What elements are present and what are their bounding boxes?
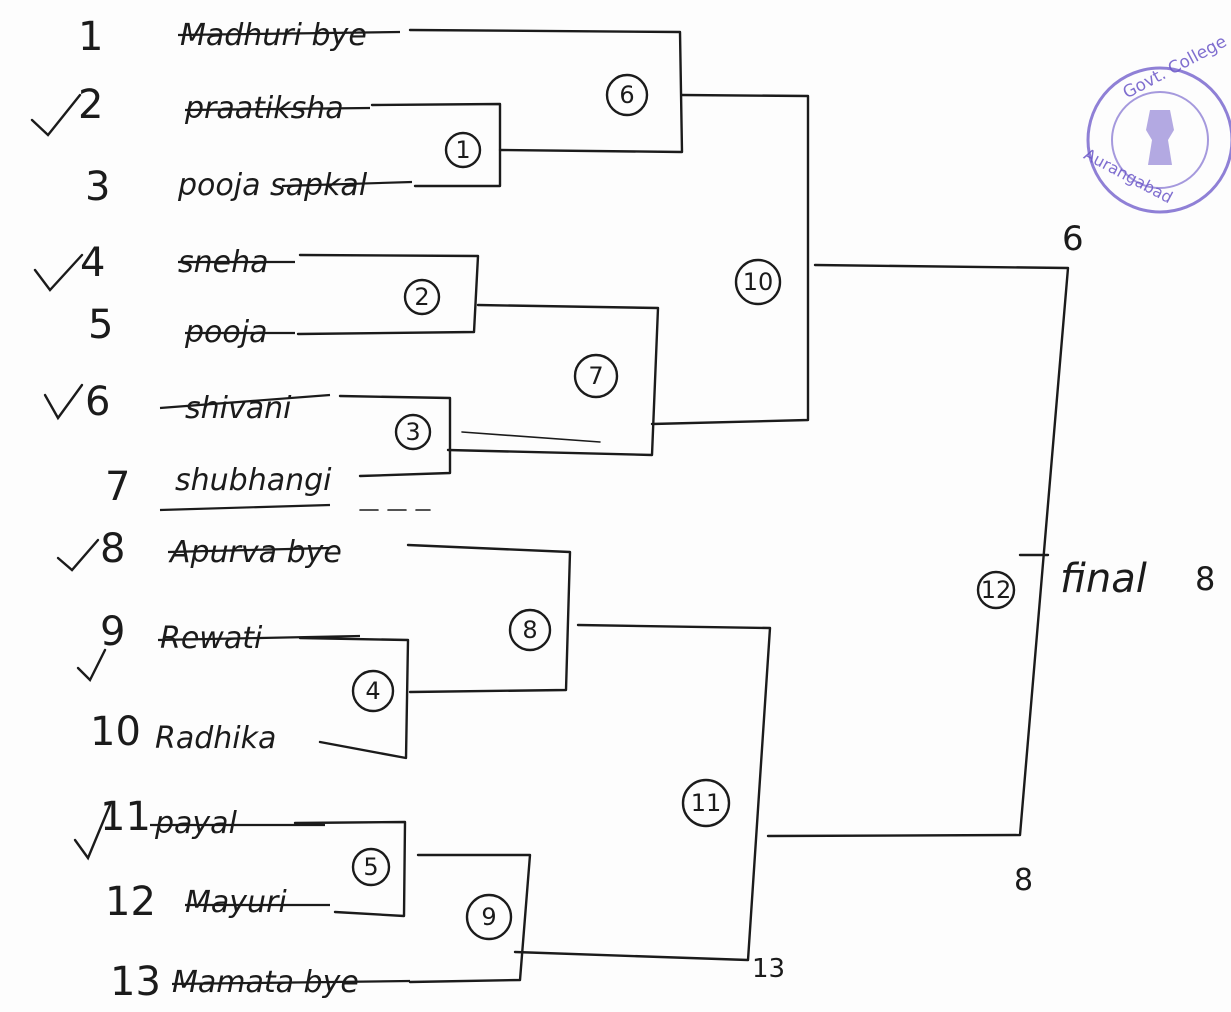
- match-5: 5: [353, 849, 389, 885]
- match-1: 1: [446, 133, 480, 167]
- college-seal: Govt. College Aurangabad: [1081, 32, 1231, 212]
- final-score: 8: [1195, 560, 1215, 598]
- entrant-name: shivani: [185, 391, 292, 426]
- checkmark-icon: [45, 385, 82, 418]
- checkmark-icon: [35, 255, 82, 290]
- entrant-number: 10: [90, 709, 141, 755]
- entrant-number: 3: [85, 164, 110, 210]
- emblem-icon: [1146, 110, 1174, 165]
- match-number: 12: [981, 576, 1012, 604]
- match-11: 11: [683, 780, 729, 826]
- match-number: 6: [619, 81, 634, 109]
- entrant-name: shubhangi: [175, 463, 332, 498]
- entrant-number: 5: [88, 302, 113, 348]
- entrant-number: 1: [78, 14, 103, 60]
- match-3: 3: [396, 415, 430, 449]
- entrant-name: Mayuri: [185, 885, 287, 920]
- match-number: 2: [414, 283, 429, 311]
- match-9: 9: [467, 895, 511, 939]
- match-10: 10: [736, 260, 780, 304]
- entrant-number: 8: [100, 526, 125, 572]
- entrant-name: Apurva bye: [168, 535, 342, 570]
- match-number: 5: [363, 853, 378, 881]
- entrant-name: Radhika: [155, 721, 276, 756]
- entrant-number: 12: [105, 879, 156, 925]
- match-number: 7: [588, 362, 603, 390]
- entrant-number: 6: [85, 379, 110, 425]
- bottom-half-winner: 8: [1014, 863, 1033, 898]
- top-half-winner: 6: [1062, 219, 1084, 259]
- entrant-number: 9: [100, 609, 125, 655]
- match-number: 3: [405, 418, 420, 446]
- match-12: 12: [978, 572, 1014, 608]
- match-2: 2: [405, 280, 439, 314]
- match-number: 4: [365, 677, 380, 705]
- checkmark-icon: [32, 95, 80, 135]
- match-8: 8: [510, 610, 550, 650]
- match-number: 8: [522, 616, 537, 644]
- match-7: 7: [575, 355, 617, 397]
- seed-note: 13: [752, 954, 785, 984]
- entrant-name: payal: [154, 806, 238, 841]
- match-number: 11: [691, 789, 722, 817]
- match-number: 1: [455, 136, 470, 164]
- entrant-name: pooja sapkal: [177, 168, 368, 203]
- entrant-number: 4: [80, 240, 105, 286]
- match-circles: 1 2 3 4 5 6 7 8: [353, 75, 1014, 939]
- match-number: 9: [481, 903, 496, 931]
- entrant-number: 2: [78, 82, 103, 128]
- checkmark-icon: [58, 540, 98, 570]
- bracket-lines: [295, 30, 1068, 982]
- entrant-number: 11: [100, 794, 151, 840]
- entrant-number: 7: [105, 464, 130, 510]
- entrant-numbers: 1 2 3 4 5 6 7 8 9 10 11 12 13: [78, 14, 161, 1005]
- match-6: 6: [607, 75, 647, 115]
- final-label: final: [1060, 556, 1147, 602]
- match-number: 10: [743, 268, 774, 296]
- match-4: 4: [353, 671, 393, 711]
- entrant-number: 13: [110, 959, 161, 1005]
